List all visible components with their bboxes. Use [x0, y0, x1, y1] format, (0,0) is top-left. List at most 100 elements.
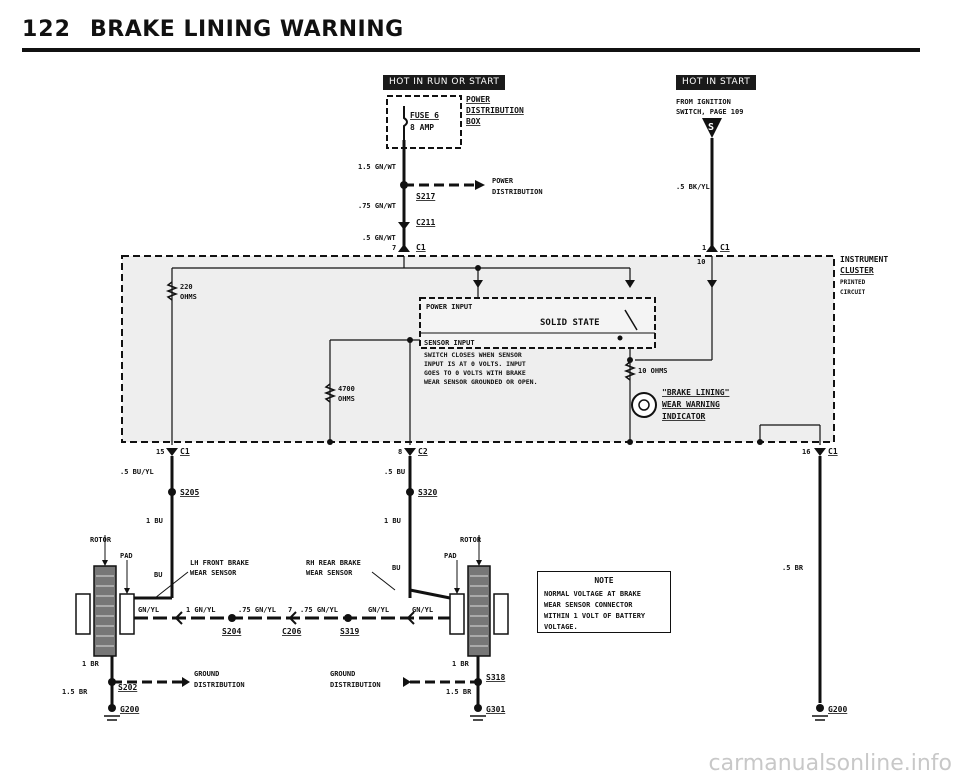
right-rotor	[467, 565, 491, 657]
cluster-line2: CLUSTER	[840, 266, 874, 275]
indicator-line1: "BRAKE LINING"	[662, 388, 729, 397]
conn-c1-top-right: C1	[720, 243, 730, 252]
rotor-right-label: ROTOR	[460, 536, 482, 544]
ground-g200b-symbol	[812, 715, 828, 721]
resistor-10	[623, 361, 637, 381]
pin-10: 10	[697, 258, 705, 266]
cluster-nodes	[327, 265, 763, 445]
splice-label-s318: S318	[486, 673, 505, 682]
ground-g200b-dot	[816, 704, 824, 712]
desc-line1: SWITCH CLOSES WHEN SENSOR	[424, 351, 522, 359]
indicator-lamp-outer	[631, 392, 657, 418]
pin-7: 7	[392, 244, 396, 252]
splice-label-s217: S217	[416, 192, 435, 201]
pad-right-label: PAD	[444, 552, 457, 560]
header-rule	[22, 48, 920, 52]
pin-8: 8	[398, 448, 402, 456]
power-dist-line1: POWER	[492, 177, 514, 185]
wire-label-br-right2: 1.5 BR	[446, 688, 472, 696]
resistor-10-value: 10 OHMS	[638, 367, 668, 375]
power-dist-line2: DISTRIBUTION	[492, 188, 543, 196]
pad-left-label: PAD	[120, 552, 133, 560]
resistor-4700-value: 4700	[338, 385, 355, 393]
ground-dist-right-line1: GROUND	[330, 670, 355, 678]
solid-state-label: SOLID STATE	[540, 318, 600, 328]
note-box: NOTE NORMAL VOLTAGE AT BRAKE WEAR SENSOR…	[537, 571, 671, 633]
resistor-220-value: 220	[180, 283, 193, 291]
indicator-line2: WEAR WARNING	[662, 400, 720, 409]
right-outer-pad	[493, 593, 509, 635]
resistor-220	[165, 281, 179, 301]
page-title: BRAKE LINING WARNING	[90, 17, 404, 42]
pin-15: 15	[156, 448, 164, 456]
fuse-symbol	[403, 106, 408, 140]
lh-sensor-line2: WEAR SENSOR	[190, 569, 237, 577]
right-ground-dist-arrow	[403, 677, 411, 687]
pin-16: 16	[802, 448, 810, 456]
power-dist-arrow	[475, 180, 485, 190]
ground-label-g301: G301	[486, 705, 505, 714]
right-sensor-pointer	[371, 571, 396, 591]
left-rotor-ribs	[96, 575, 114, 647]
resistor-4700-unit: OHMS	[338, 395, 355, 403]
wire-label-gnyl-1: 1 GN/YL	[186, 606, 216, 614]
cluster-output-connectors	[166, 448, 826, 456]
right-pad-pointer-head	[454, 588, 460, 594]
left-sensor-pointer	[154, 571, 189, 599]
wire-label-bu-short-left: BU	[154, 571, 162, 579]
conn-c1-left: C1	[180, 447, 190, 456]
solid-state-switch	[624, 309, 638, 331]
cluster-line1: INSTRUMENT	[840, 255, 888, 264]
desc-line2: INPUT IS AT 0 VOLTS. INPUT	[424, 360, 526, 368]
resistor-4700	[323, 383, 337, 403]
wire-label-bu-left: 1 BU	[146, 517, 163, 525]
ground-g301-dot	[474, 704, 482, 712]
solid-state-power-input: POWER INPUT	[426, 303, 472, 311]
indicator-lamp-inner	[638, 399, 650, 411]
ignition-triangle	[702, 118, 722, 138]
fuse-box-line1: POWER	[466, 95, 490, 104]
right-rotor-ribs	[470, 575, 488, 647]
conn-c1-right: C1	[828, 447, 838, 456]
splice-label-s202: S202	[118, 683, 137, 692]
watermark: carmanualsonline.info	[708, 751, 952, 776]
pin-1: 1	[702, 244, 706, 252]
gnyl-connector-marks	[174, 611, 415, 625]
wire-label-gnyl-right: GN/YL	[412, 606, 433, 614]
splice-label-s205: S205	[180, 488, 199, 497]
page-number: 122	[22, 17, 71, 42]
connector-c211-marker	[398, 222, 410, 230]
badge-hot-start: HOT IN START	[676, 75, 757, 90]
splice-s320-dot	[406, 488, 414, 496]
fuse-box-line2: DISTRIBUTION	[466, 106, 524, 115]
wire-label-bu-short-right: BU	[392, 564, 400, 572]
left-inner-pad	[119, 593, 135, 635]
wire-label-w1: 1.5 GN/WT	[358, 163, 396, 171]
resistor-220-unit: OHMS	[180, 293, 197, 301]
left-pad-pointer-head	[124, 588, 130, 594]
wire-label-gnyl-75b: .75 GN/YL	[300, 606, 338, 614]
solid-state-sensor-input: SENSOR INPUT	[424, 339, 475, 347]
wire-label-br-left2: 1.5 BR	[62, 688, 88, 696]
ground-g301-symbol	[470, 715, 486, 721]
splice-label-c211: C211	[416, 218, 435, 227]
wire-label-br5: .5 BR	[782, 564, 804, 572]
cluster-line4: CIRCUIT	[840, 289, 866, 296]
wire-label-w3: .5 GN/WT	[362, 234, 396, 242]
splice-label-s319: S319	[340, 627, 359, 636]
note-body: NORMAL VOLTAGE AT BRAKE WEAR SENSOR CONN…	[544, 590, 646, 631]
badge-hot-run-start: HOT IN RUN OR START	[383, 75, 506, 90]
wire-label-gnyl-75a: .75 GN/YL	[238, 606, 276, 614]
connector-c1-top-right	[706, 244, 718, 252]
ground-label-g200b: G200	[828, 705, 847, 714]
conn-c1-top-left: C1	[416, 243, 426, 252]
switch-contact	[617, 335, 623, 341]
splice-label-s204: S204	[222, 627, 241, 636]
rh-sensor-line1: RH REAR BRAKE	[306, 559, 361, 567]
left-ground-dist-arrow	[182, 677, 190, 687]
ground-g200a-symbol	[104, 715, 120, 721]
gnyl-splice-dots	[228, 614, 352, 622]
right-inner-pad	[449, 593, 465, 635]
